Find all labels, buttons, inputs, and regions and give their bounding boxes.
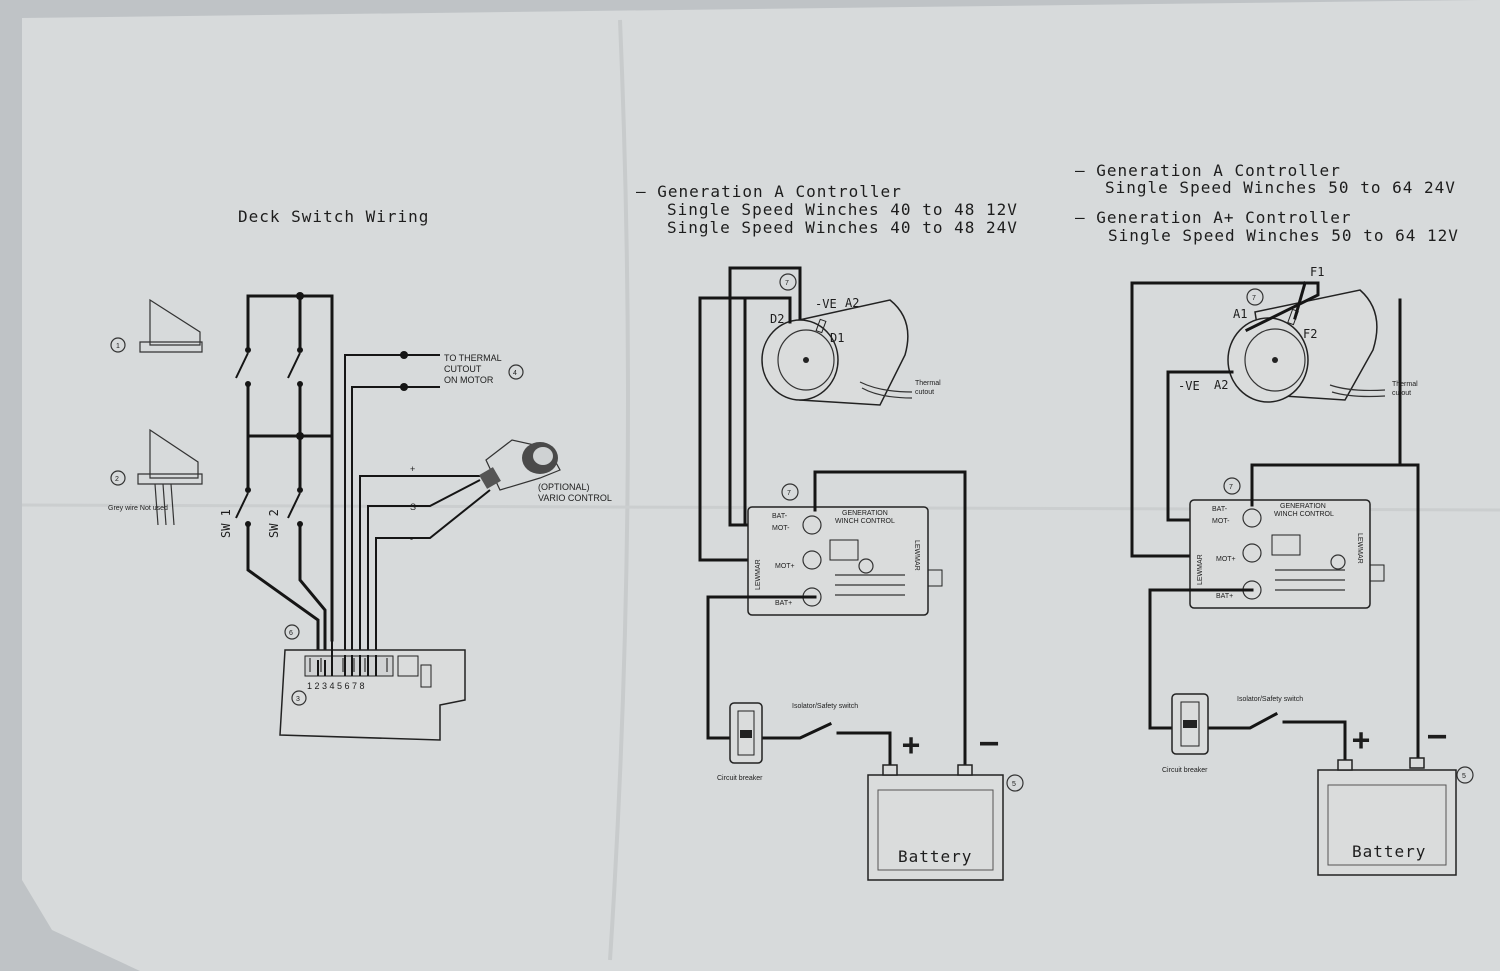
gen-a-motor-a2: A2 (845, 296, 859, 310)
vario-control-knob-icon (479, 439, 561, 491)
gen-a-breaker: Circuit breaker (717, 775, 763, 782)
gen-a-section: – Generation A Controller Single Speed W… (636, 182, 1024, 881)
gen-a-controller (747, 506, 943, 616)
gen-a-motor-d2: D2 (770, 312, 784, 326)
deck-switch-1-icon: 1 (110, 298, 203, 353)
gen-a-line2: Single Speed Winches 40 to 48 12V (667, 200, 1018, 219)
paper-fold (608, 19, 630, 961)
deck-switch-2-icon: 2 Grey wire Not used (108, 428, 203, 526)
vario-s: S (410, 502, 416, 512)
gen-a-ctrl-title-1: GENERATION (842, 510, 888, 517)
gen-a-thermal-1: Thermal (915, 380, 941, 387)
gen-aplus-motor-f2: F2 (1303, 327, 1317, 341)
gen-a-bat-plus: BAT+ (775, 600, 792, 607)
gen-aplus-isolator: Isolator/Safety switch (1237, 696, 1303, 703)
gen-a-line3: Single Speed Winches 40 to 48 24V (667, 218, 1018, 237)
gen-a-brand-2: LEWMAR (913, 540, 920, 571)
gen-aplus-bat-plus: BAT+ (1216, 593, 1233, 600)
gen-aplus-thermal-1: Thermal (1392, 381, 1418, 388)
gen-a-mot-plus: MOT+ (775, 563, 795, 570)
gen-aplus-breaker: Circuit breaker (1162, 767, 1208, 774)
gen-aplus-battery-label: Battery (1352, 842, 1426, 861)
gen-aplus-ctrl-marker: 7 (1229, 484, 1233, 491)
gen-a-isolator: Isolator/Safety switch (792, 703, 858, 710)
gen-aplus-brand-2: LEWMAR (1356, 533, 1363, 564)
gen-a-ctrl-title-2: WINCH CONTROL (835, 518, 895, 525)
deck-title: Deck Switch Wiring (238, 207, 429, 226)
gen-aplus-bat-minus: BAT- (1212, 506, 1228, 513)
gen-a-brand: LEWMAR (755, 559, 762, 590)
gen-a-minus: – (980, 725, 999, 760)
gen-aplus-line3: – Generation A+ Controller (1075, 208, 1351, 227)
vario-note-1: (OPTIONAL) (538, 482, 590, 492)
gen-aplus-mot-plus: MOT+ (1216, 556, 1236, 563)
gen-a-motor-marker: 7 (785, 280, 789, 287)
gen-a-circuit-breaker (729, 702, 763, 764)
gen-aplus-motor-a1: A1 (1233, 307, 1247, 321)
thermal-note-3: ON MOTOR (444, 375, 494, 385)
winch-motor-icon (1227, 289, 1386, 403)
gen-a-line1: – Generation A Controller (636, 182, 902, 201)
gen-aplus-minus: – (1428, 718, 1447, 753)
svg-text:1: 1 (116, 343, 120, 350)
gen-aplus-battery-icon (1317, 757, 1457, 876)
sw1-label: SW 1 (219, 509, 233, 538)
gen-aplus-line1: – Generation A Controller (1075, 161, 1341, 180)
thermal-note-2: CUTOUT (444, 364, 482, 374)
vario-note-2: VARIO CONTROL (538, 493, 612, 503)
gen-a-plus-section: – Generation A Controller Single Speed W… (1075, 161, 1474, 876)
gen-aplus-controller (1189, 499, 1385, 609)
gen-aplus-motor-f1: F1 (1310, 265, 1324, 279)
gen-aplus-thermal-2: cutout (1392, 390, 1411, 397)
gen-aplus-brand: LEWMAR (1197, 554, 1204, 585)
vario-minus: - (410, 534, 413, 544)
marker-4: 4 (513, 370, 517, 377)
gen-aplus-motor-a2: A2 (1214, 378, 1228, 392)
gen-aplus-motor-marker: 7 (1252, 295, 1256, 302)
terminal-numbers: 1 2 3 4 5 6 7 8 (307, 681, 365, 691)
gen-a-mot-minus: MOT- (772, 525, 790, 532)
deck-switch-section: Deck Switch Wiring 1 2 Grey wire Not use… (108, 207, 612, 741)
sw2-label: SW 2 (267, 509, 281, 538)
gen-a-ctrl-marker: 7 (787, 490, 791, 497)
gen-aplus-ctrl-title-1: GENERATION (1280, 503, 1326, 510)
gen-a-thermal-2: cutout (915, 389, 934, 396)
gen-aplus-circuit-breaker (1171, 693, 1209, 755)
gen-a-motor-d1: D1 (830, 331, 844, 345)
gen-aplus-battery-marker: 5 (1462, 773, 1466, 780)
gen-aplus-plus: + (1352, 723, 1370, 758)
winch-motor-icon (761, 299, 913, 406)
gen-aplus-line4: Single Speed Winches 50 to 64 12V (1108, 226, 1459, 245)
grey-wire-note: Grey wire Not used (108, 505, 168, 512)
gen-a-battery-label: Battery (898, 847, 972, 866)
gen-a-motor-ve: -VE (815, 297, 837, 311)
paper-sheet (22, 0, 1500, 971)
marker-3: 3 (296, 696, 300, 703)
marker-6: 6 (289, 630, 293, 637)
vario-plus: + (410, 464, 415, 474)
gen-aplus-mot-minus: MOT- (1212, 518, 1230, 525)
gen-a-battery-marker: 5 (1012, 781, 1016, 788)
thermal-note-1: TO THERMAL (444, 353, 502, 363)
terminal-block: 1 2 3 4 5 6 7 8 (279, 649, 466, 741)
gen-aplus-line2: Single Speed Winches 50 to 64 24V (1105, 178, 1456, 197)
gen-a-battery-icon (867, 764, 1004, 881)
gen-a-bat-minus: BAT- (772, 513, 788, 520)
gen-a-plus: + (902, 728, 920, 763)
gen-aplus-motor-ve: -VE (1178, 379, 1200, 393)
gen-aplus-ctrl-title-2: WINCH CONTROL (1274, 511, 1334, 518)
svg-text:2: 2 (115, 476, 119, 483)
